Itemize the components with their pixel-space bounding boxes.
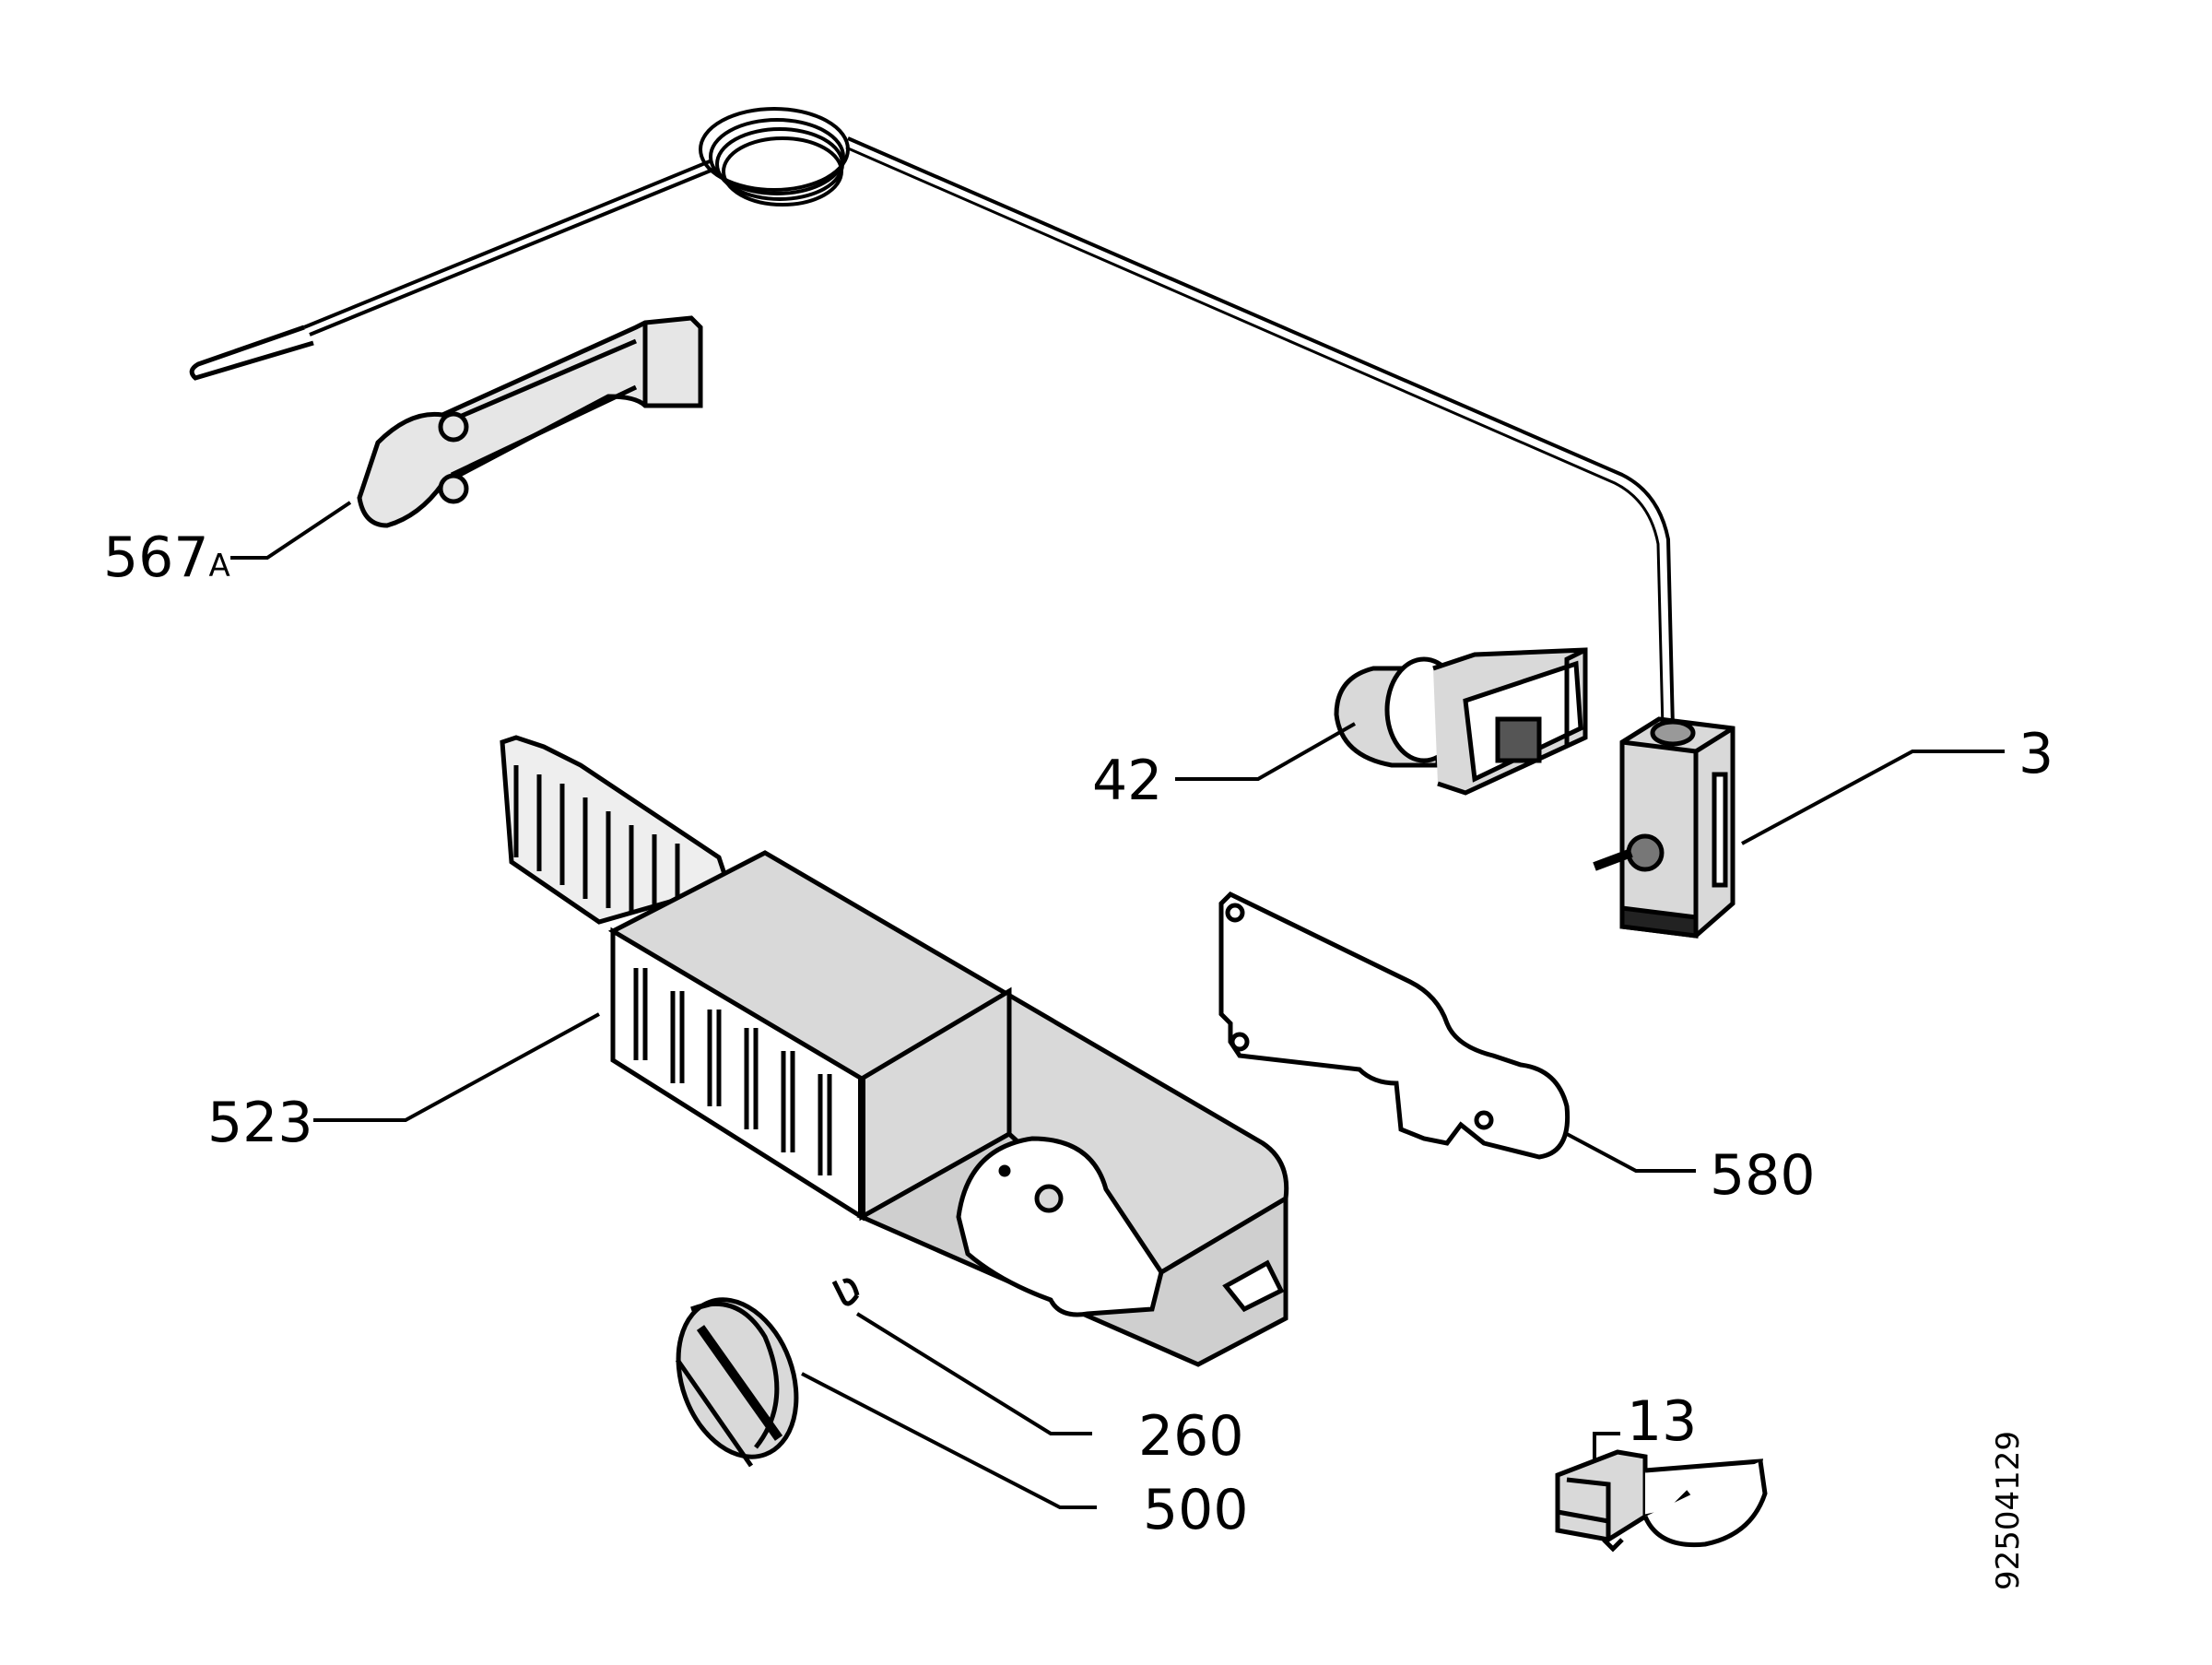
label-500: 500 (1143, 1478, 1249, 1542)
leader-523 (313, 1012, 600, 1122)
part-500-knob (675, 1297, 799, 1468)
leader-lines (230, 501, 2005, 1509)
part-42-lamp-holder (1334, 647, 1588, 796)
capillary-tube (189, 107, 1675, 729)
part-567a-clip (357, 315, 703, 528)
part-580-cover-plate (1218, 891, 1571, 1160)
label-13: 13 (1627, 1389, 1697, 1454)
leader-580 (1566, 1132, 1696, 1173)
part-3-thermostat (1593, 716, 1735, 939)
leader-3 (1741, 750, 2005, 845)
drawing-number: 92504129 (1990, 1431, 2027, 1590)
leader-13 (1593, 1432, 1620, 1461)
leader-500 (801, 1372, 1097, 1509)
part-260-pin (831, 1278, 860, 1306)
label-3: 3 (2018, 722, 2053, 786)
part-523-control-housing (500, 735, 1289, 1367)
label-580: 580 (1710, 1143, 1816, 1208)
leader-567a (230, 501, 352, 560)
leader-42 (1175, 722, 1356, 781)
label-42: 42 (1092, 749, 1162, 813)
leader-260 (855, 1312, 1092, 1435)
part-13-clip (1555, 1449, 1768, 1553)
label-260: 260 (1138, 1404, 1244, 1469)
label-567a: 567A (103, 525, 230, 590)
label-523: 523 (207, 1091, 313, 1155)
